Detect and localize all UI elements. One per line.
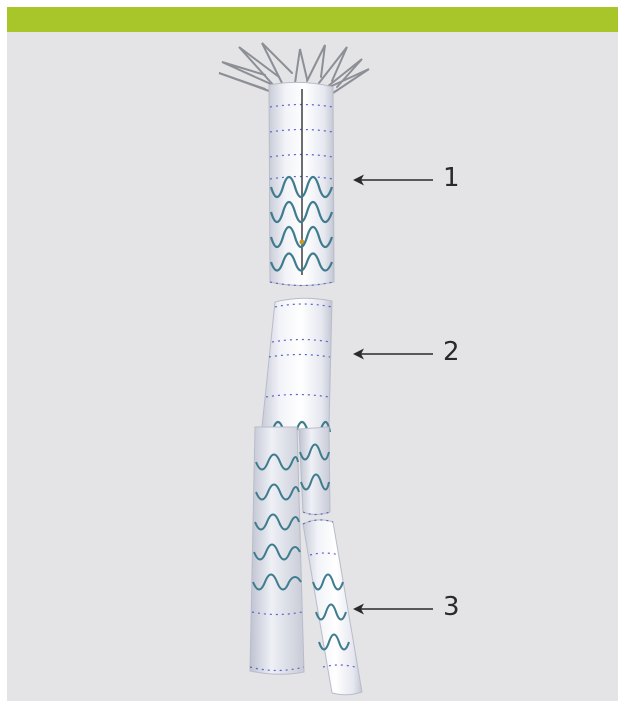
arrow-left-icon — [351, 165, 436, 195]
component-1-graft — [219, 43, 369, 286]
callout-label-1: 1 — [443, 161, 460, 195]
callout-label-3: 3 — [443, 590, 460, 624]
arrow-left-icon — [351, 594, 436, 624]
figure-panel: 1 2 3 — [7, 7, 618, 701]
callout-label-2: 2 — [443, 335, 460, 369]
arrow-left-icon — [351, 339, 436, 369]
stent-graft-illustration — [7, 7, 618, 701]
